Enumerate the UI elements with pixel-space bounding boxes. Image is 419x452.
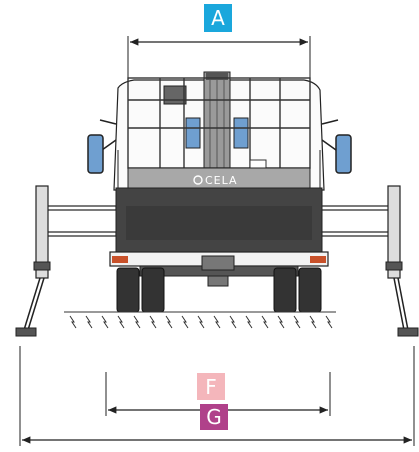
- cela-logo-icon: [193, 175, 203, 185]
- ground-hatch-mark: [245, 315, 253, 329]
- ground-hatch-mark: [85, 315, 93, 329]
- ground-hatch-mark: [325, 315, 333, 329]
- right-outrigger-leg: [385, 185, 419, 337]
- platform-base: CELA: [127, 167, 311, 191]
- ground-hatch-mark: [309, 315, 317, 329]
- ground-hatch-mark: [165, 315, 173, 329]
- ground-hatch-icon: [64, 311, 336, 329]
- dimension-a-label: A: [204, 4, 232, 32]
- ground-hatch-mark: [181, 315, 189, 329]
- left-outrigger-leg: [15, 185, 51, 337]
- ground-hatch-mark: [197, 315, 205, 329]
- chassis: [109, 187, 329, 287]
- ground-hatch-mark: [133, 315, 141, 329]
- ground-hatch-mark: [261, 315, 269, 329]
- dimension-g-label: G: [200, 404, 228, 430]
- ground-hatch-mark: [69, 315, 77, 329]
- left-mirror: [87, 119, 117, 174]
- dimension-a: [127, 36, 311, 78]
- brand-logo-text: CELA: [205, 174, 238, 187]
- dimension-f-label: F: [197, 373, 225, 400]
- dimension-g: [19, 346, 415, 446]
- right-mirror: [321, 119, 352, 174]
- ground-hatch-mark: [229, 315, 237, 329]
- platform-railing: [127, 77, 311, 169]
- ground-hatch-mark: [213, 315, 221, 329]
- ground-hatch-mark: [149, 315, 157, 329]
- ground-hatch-mark: [117, 315, 125, 329]
- ground-hatch-mark: [277, 315, 285, 329]
- ground-hatch-mark: [293, 315, 301, 329]
- ground-hatch-mark: [101, 315, 109, 329]
